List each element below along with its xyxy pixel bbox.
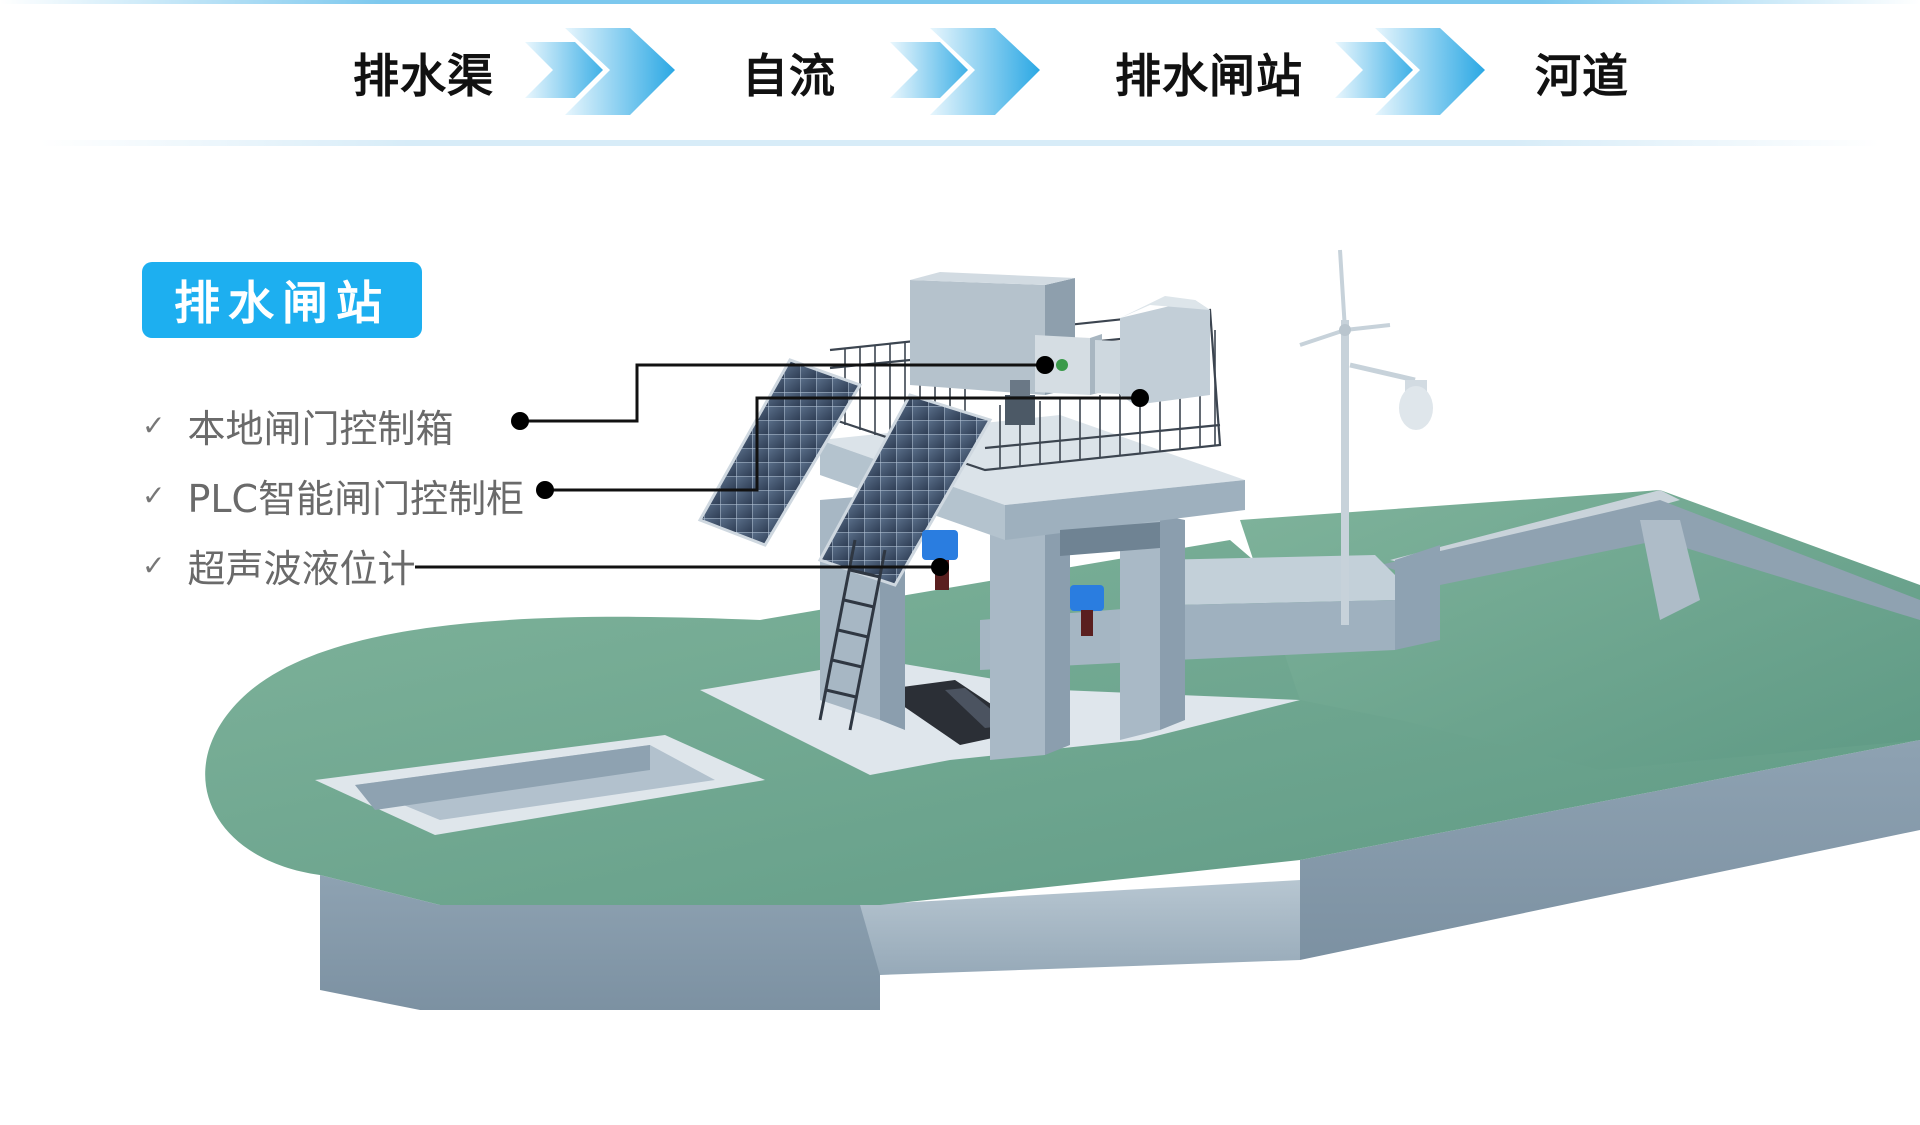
check-icon: ✓ <box>142 549 166 582</box>
camera-dome-icon <box>1349 362 1433 430</box>
chevron-right-icon <box>890 28 1040 115</box>
flow-divider <box>40 140 1880 146</box>
feature-label: 本地闸门控制箱 <box>187 407 454 451</box>
wind-turbine-icon <box>1299 249 1391 625</box>
top-border <box>0 0 1920 4</box>
flow-step-4: 河道 <box>1535 49 1629 103</box>
flow-step-2: 自流 <box>742 49 836 103</box>
feature-label: PLC智能闸门控制柜 <box>187 477 525 521</box>
section-title-badge: 排水闸站 <box>142 262 422 338</box>
feature-item-local-control-box: ✓ 本地闸门控制箱 <box>142 398 453 453</box>
base-wall-front <box>320 875 880 1010</box>
feature-item-ultrasonic-level-meter: ✓ 超声波液位计 <box>142 538 415 593</box>
flow-step-3: 排水闸站 <box>1115 49 1303 103</box>
ladder-icon <box>818 539 887 731</box>
section-title: 排水闸站 <box>174 276 390 330</box>
ultrasonic-level-meter-icon <box>922 530 1104 636</box>
feature-label: 超声波液位计 <box>187 547 416 591</box>
flow-step-1: 排水渠 <box>353 49 494 103</box>
check-icon: ✓ <box>142 409 166 442</box>
check-icon: ✓ <box>142 479 166 512</box>
feature-item-plc-cabinet: ✓ PLC智能闸门控制柜 <box>142 468 524 523</box>
chevron-right-icon <box>525 28 675 115</box>
chevron-right-icon <box>1335 28 1485 115</box>
